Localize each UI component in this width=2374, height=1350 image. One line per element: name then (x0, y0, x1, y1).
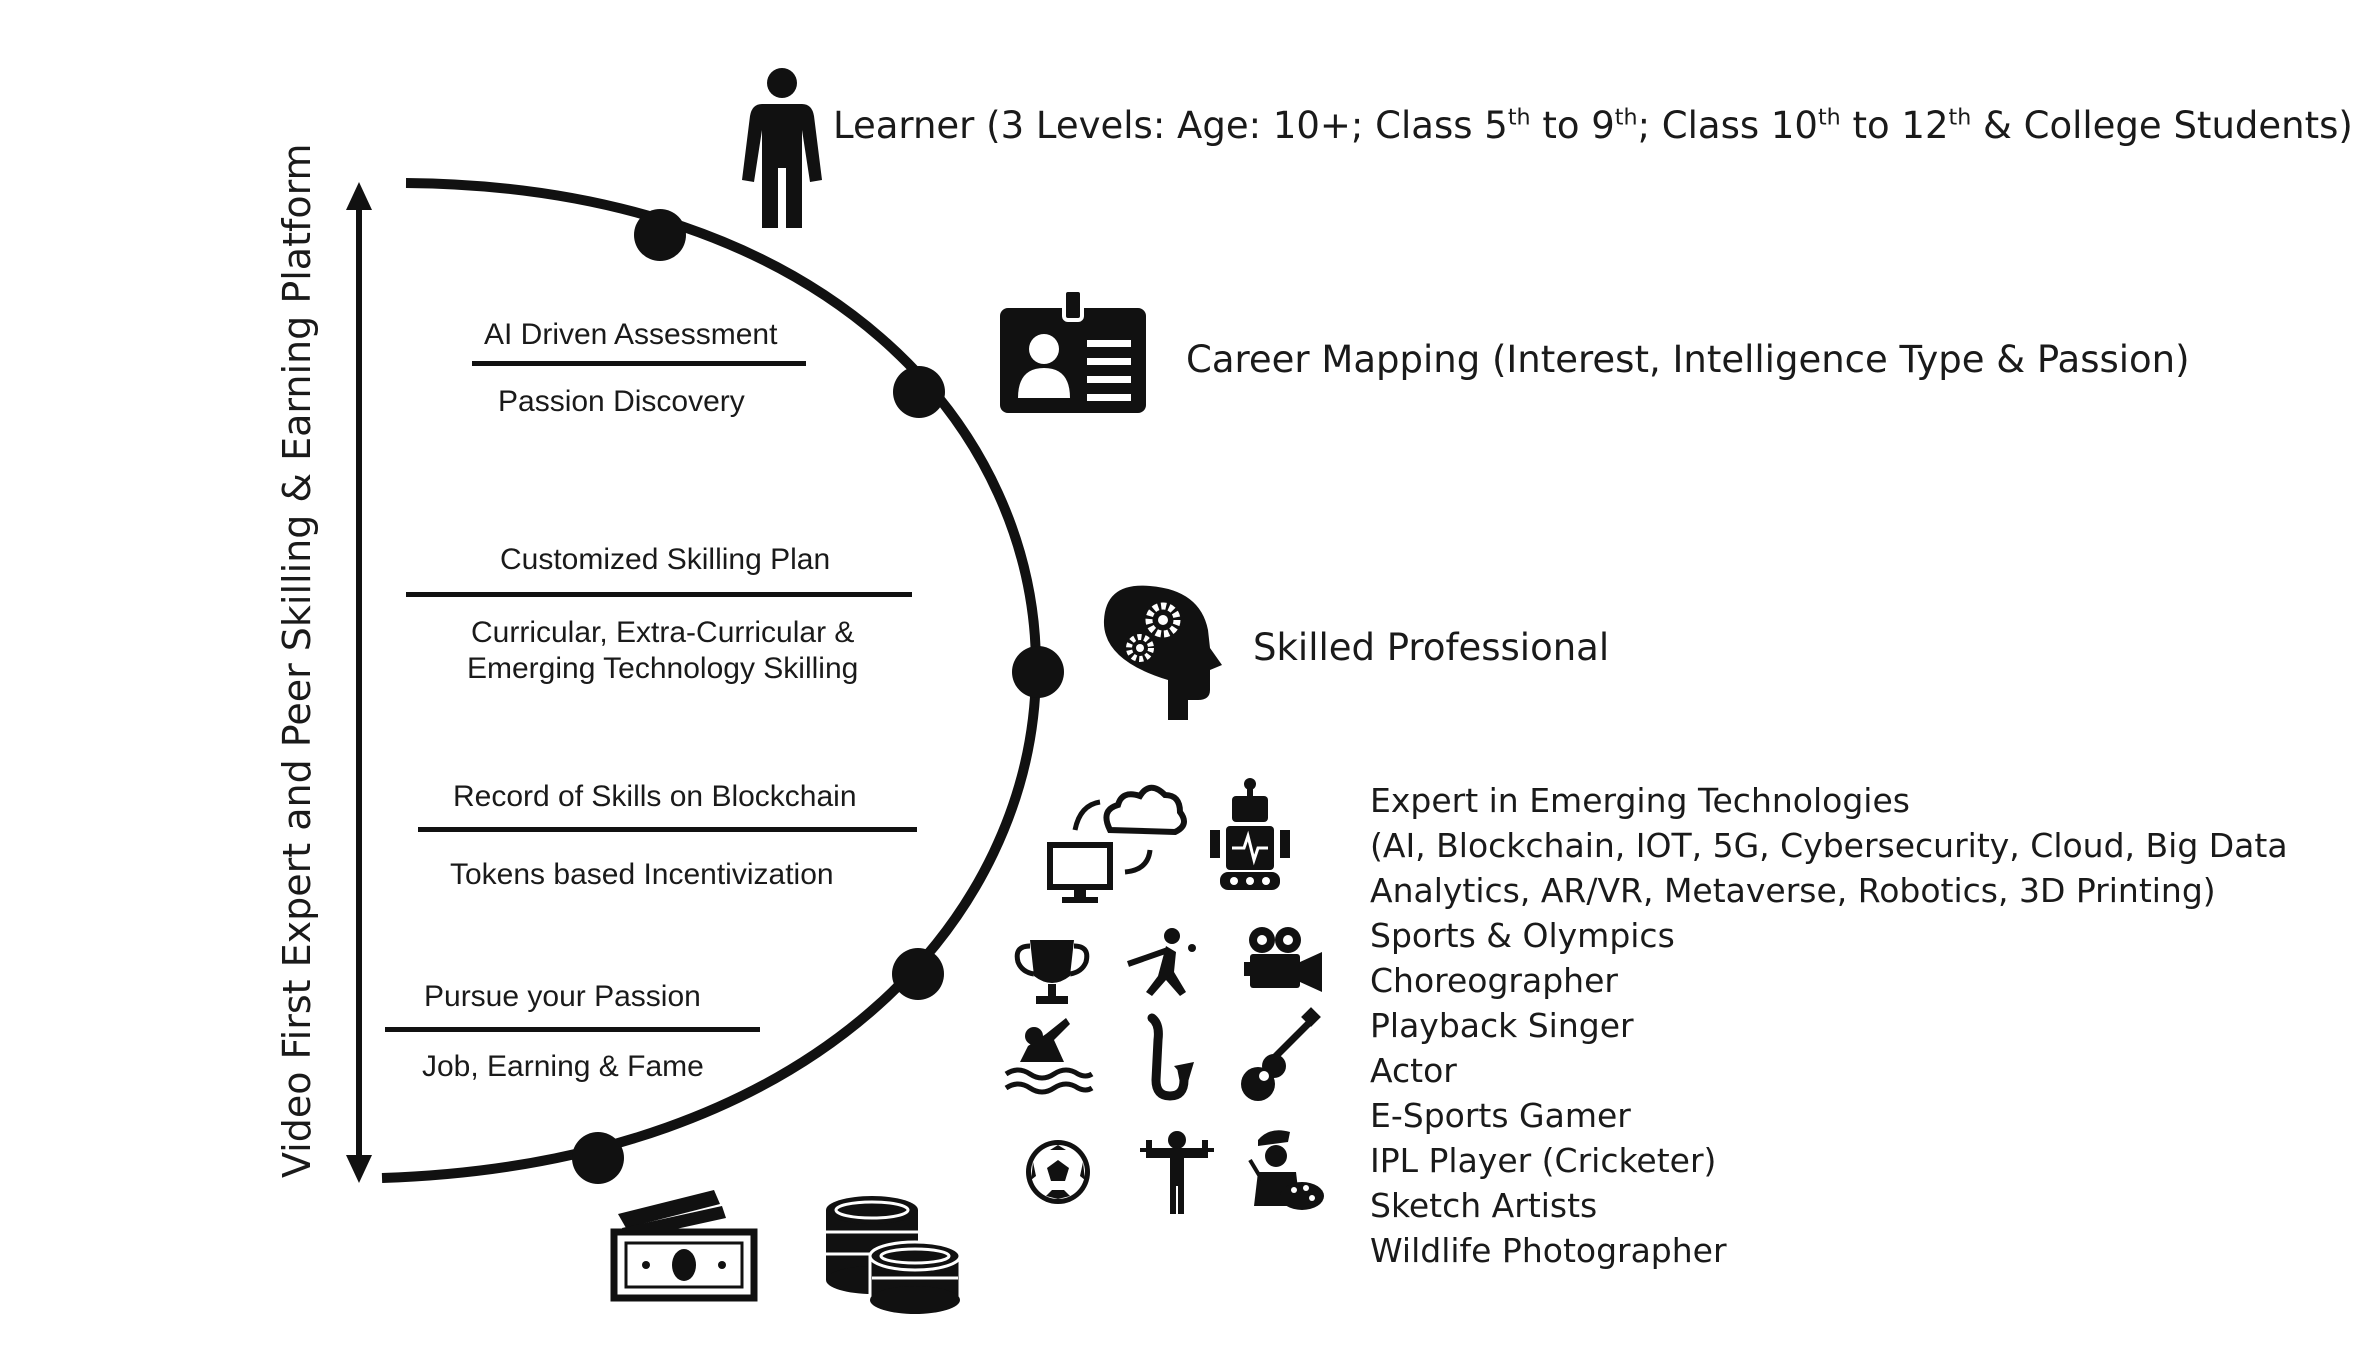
list-item: Wildlife Photographer (1370, 1231, 1727, 1270)
platform-label: Video First Expert and Peer Skilling & E… (275, 143, 319, 1178)
cloud-computer-icon (1047, 784, 1187, 903)
head-gears-icon (1103, 585, 1222, 720)
list-item: IPL Player (Cricketer) (1370, 1141, 1717, 1180)
milestone-dot (892, 948, 944, 1000)
cricket-player-icon (1127, 928, 1196, 996)
movie-camera-icon (1244, 927, 1322, 992)
stage-3-top: Record of Skills on Blockchain (453, 780, 857, 813)
stage-3-divider (418, 827, 917, 832)
list-item: E-Sports Gamer (1370, 1096, 1631, 1135)
football-icon (1026, 1140, 1090, 1204)
money-icon (610, 1190, 758, 1302)
stage-1-bottom: Passion Discovery (498, 385, 745, 418)
list-item: Sketch Artists (1370, 1186, 1598, 1225)
list-item: Sports & Olympics (1370, 916, 1675, 955)
platform-arrow (346, 182, 372, 1183)
painter-icon (1248, 1130, 1324, 1210)
robot-icon (1210, 778, 1290, 890)
stage-4-divider (385, 1027, 760, 1032)
milestone-dot (893, 366, 945, 418)
stage-3-bottom: Tokens based Incentivization (450, 858, 834, 891)
stage-2-top: Customized Skilling Plan (500, 543, 831, 576)
milestone-dot (1012, 646, 1064, 698)
list-item: (AI, Blockchain, IOT, 5G, Cybersecurity,… (1370, 826, 2288, 865)
guitar-icon (1241, 1007, 1321, 1101)
gymnast-icon (1140, 1131, 1214, 1214)
stage-1-divider (472, 361, 806, 366)
person-icon (742, 68, 822, 228)
stage-2-bottom-1: Curricular, Extra-Curricular & (471, 616, 855, 649)
list-item: Analytics, AR/VR, Metaverse, Robotics, 3… (1370, 871, 2216, 910)
careers-list: Expert in Emerging Technologies (AI, Blo… (1370, 778, 2288, 1273)
stage-2-divider (406, 592, 912, 597)
id-card-icon (1000, 288, 1146, 413)
swimmer-icon (1004, 1018, 1094, 1095)
list-item: Actor (1370, 1051, 1457, 1090)
list-item: Choreographer (1370, 961, 1618, 1000)
skilled-professional-label: Skilled Professional (1253, 626, 1610, 669)
saxophone-icon (1147, 1013, 1194, 1101)
trophy-icon (1014, 940, 1090, 1004)
list-item: Playback Singer (1370, 1006, 1634, 1045)
stage-1-top: AI Driven Assessment (484, 318, 778, 351)
coins-icon (826, 1196, 962, 1314)
milestone-dot (572, 1132, 624, 1184)
list-item: Expert in Emerging Technologies (1370, 781, 1910, 820)
milestone-dot (634, 209, 686, 261)
career-mapping-label: Career Mapping (Interest, Intelligence T… (1186, 338, 2190, 381)
stage-4-bottom: Job, Earning & Fame (422, 1050, 704, 1083)
learner-label: Learner (3 Levels: Age: 10+; Class 5th t… (833, 104, 2353, 147)
stage-2-bottom-2: Emerging Technology Skilling (467, 652, 859, 685)
stage-4-top: Pursue your Passion (424, 980, 701, 1013)
